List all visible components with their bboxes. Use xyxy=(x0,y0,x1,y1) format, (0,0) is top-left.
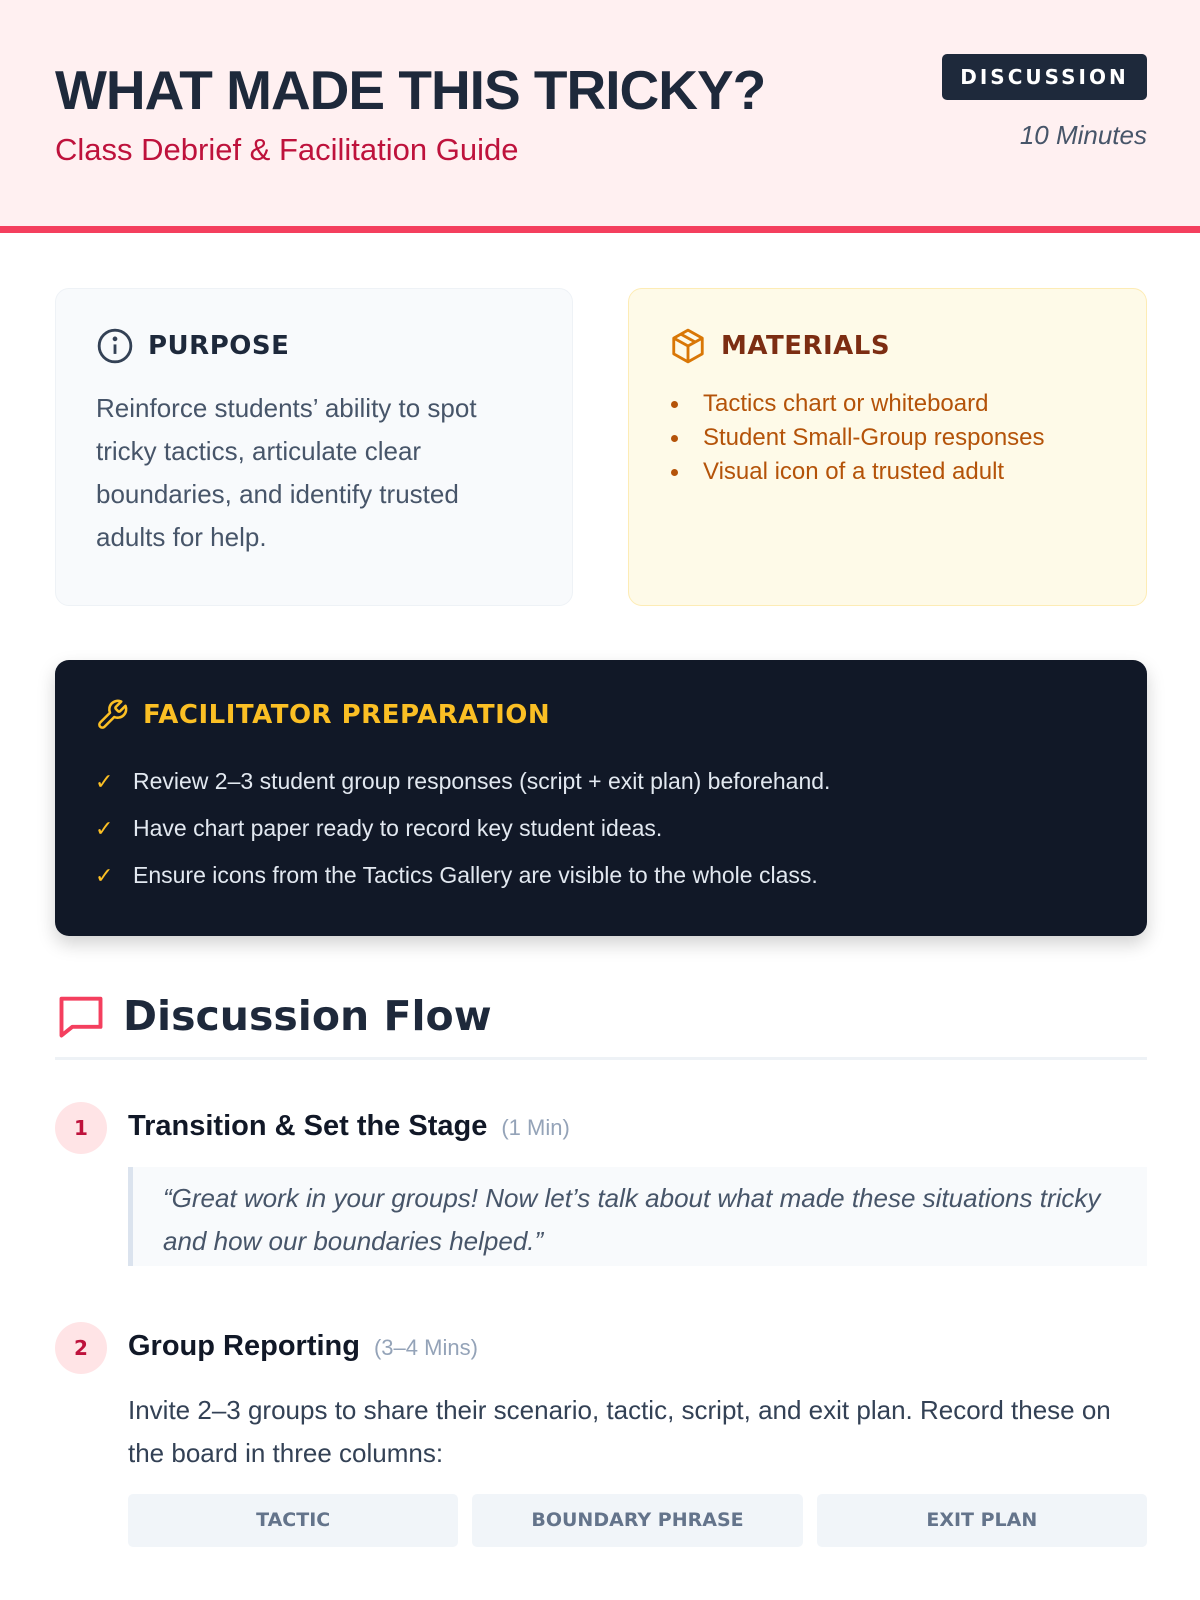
check-icon: ✓ xyxy=(95,768,114,794)
step-time: (1 Min) xyxy=(501,1115,570,1140)
prep-item: ✓Review 2–3 student group responses (scr… xyxy=(95,768,831,794)
step-number: 2 xyxy=(55,1322,107,1374)
prep-item: ✓Ensure icons from the Tactics Gallery a… xyxy=(95,862,818,888)
purpose-card: PURPOSE Reinforce students’ ability to s… xyxy=(55,288,573,606)
step-time: (3–4 Mins) xyxy=(373,1335,478,1360)
page-subtitle: Class Debrief & Facilitation Guide xyxy=(55,132,519,167)
page-header: WHAT MADE THIS TRICKY? Class Debrief & F… xyxy=(0,0,1200,233)
materials-item: Visual icon of a trusted adult xyxy=(669,455,1106,489)
facilitator-preparation-card: FACILITATOR PREPARATION ✓Review 2–3 stud… xyxy=(55,660,1147,936)
step-title: Group Reporting(3–4 Mins) xyxy=(128,1330,478,1362)
script-quote: “Great work in your groups! Now let’s ta… xyxy=(128,1167,1147,1266)
purpose-text: Reinforce students’ ability to spot tric… xyxy=(96,393,477,552)
page-title: WHAT MADE THIS TRICKY? xyxy=(55,59,766,121)
purpose-heading: PURPOSE xyxy=(148,331,290,361)
discussion-badge: DISCUSSION xyxy=(942,54,1147,100)
chat-bubble-icon xyxy=(59,996,103,1038)
prep-heading: FACILITATOR PREPARATION xyxy=(143,700,551,730)
wrench-icon xyxy=(98,699,128,729)
column-tactic: TACTIC xyxy=(128,1494,459,1547)
prep-item: ✓Have chart paper ready to record key st… xyxy=(95,815,663,841)
column-exit-plan: EXIT PLAN xyxy=(816,1494,1147,1547)
package-icon xyxy=(672,328,704,364)
step-text: Invite 2–3 groups to share their scenari… xyxy=(128,1395,1111,1468)
board-columns: TACTIC BOUNDARY PHRASE EXIT PLAN xyxy=(128,1494,1147,1547)
discussion-flow-heading: Discussion Flow xyxy=(55,990,492,1042)
column-boundary-phrase: BOUNDARY PHRASE xyxy=(472,1494,803,1547)
materials-item: Tactics chart or whiteboard xyxy=(669,387,1106,421)
info-icon xyxy=(97,328,133,364)
duration-label: 10 Minutes xyxy=(1019,120,1147,150)
divider xyxy=(55,1057,1147,1060)
step-number: 1 xyxy=(55,1102,107,1154)
step-title: Transition & Set the Stage(1 Min) xyxy=(128,1110,570,1142)
materials-heading: MATERIALS xyxy=(721,331,891,361)
materials-card: MATERIALS Tactics chart or whiteboard St… xyxy=(628,288,1147,606)
check-icon: ✓ xyxy=(95,862,114,888)
materials-item: Student Small-Group responses xyxy=(669,421,1106,455)
check-icon: ✓ xyxy=(95,815,114,841)
